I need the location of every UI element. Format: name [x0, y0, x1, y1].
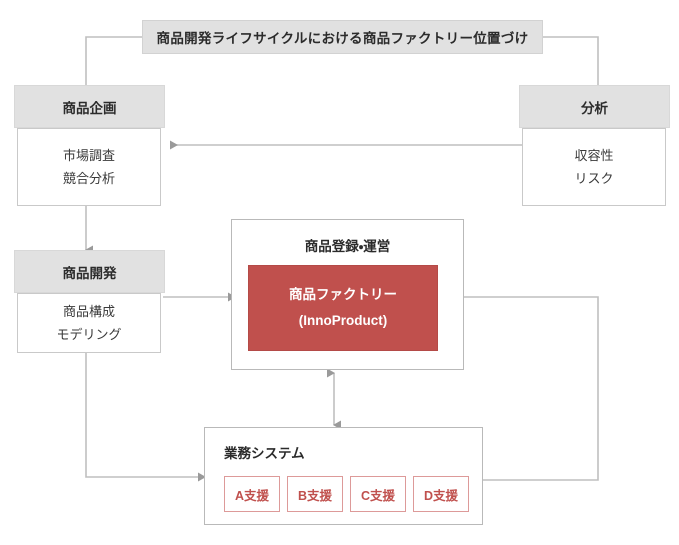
- business-system-title: 業務システム: [224, 446, 305, 461]
- phase-body-analysis: 収容性 リスク: [522, 128, 666, 206]
- phase-body-development: 商品構成 モデリング: [17, 293, 161, 353]
- wire-banner-to-planning: [85, 36, 142, 85]
- wire-registration-to-business: [464, 296, 599, 481]
- planning-item-1: 競合分析: [62, 170, 115, 186]
- product-factory-line2: (InnoProduct): [298, 313, 388, 328]
- development-item-0: 商品構成: [62, 303, 115, 319]
- phase-header-development: 商品開発: [14, 250, 165, 293]
- support-chip-b[interactable]: B支援: [287, 476, 343, 512]
- wire-development-to-business: [85, 352, 206, 482]
- analysis-item-1: リスク: [574, 170, 614, 186]
- phase-body-planning: 市場調査 競合分析: [17, 128, 161, 206]
- support-chip-a[interactable]: A支援: [224, 476, 280, 512]
- wire-banner-to-analysis: [543, 36, 599, 85]
- product-factory-line1: 商品ファクトリー: [289, 286, 397, 302]
- product-factory-highlight[interactable]: 商品ファクトリー (InnoProduct): [248, 265, 438, 351]
- development-item-1: モデリング: [56, 326, 122, 342]
- phase-header-analysis: 分析: [519, 85, 670, 128]
- registration-panel-title: 商品登録・運営: [304, 239, 391, 254]
- support-chip-d[interactable]: D支援: [413, 476, 469, 512]
- banner-title: 商品開発ライフサイクルにおける商品ファクトリー位置づけ: [142, 20, 543, 54]
- support-chip-c[interactable]: C支援: [350, 476, 406, 512]
- phase-header-planning: 商品企画: [14, 85, 165, 128]
- analysis-item-0: 収容性: [574, 147, 614, 163]
- planning-item-0: 市場調査: [62, 147, 115, 163]
